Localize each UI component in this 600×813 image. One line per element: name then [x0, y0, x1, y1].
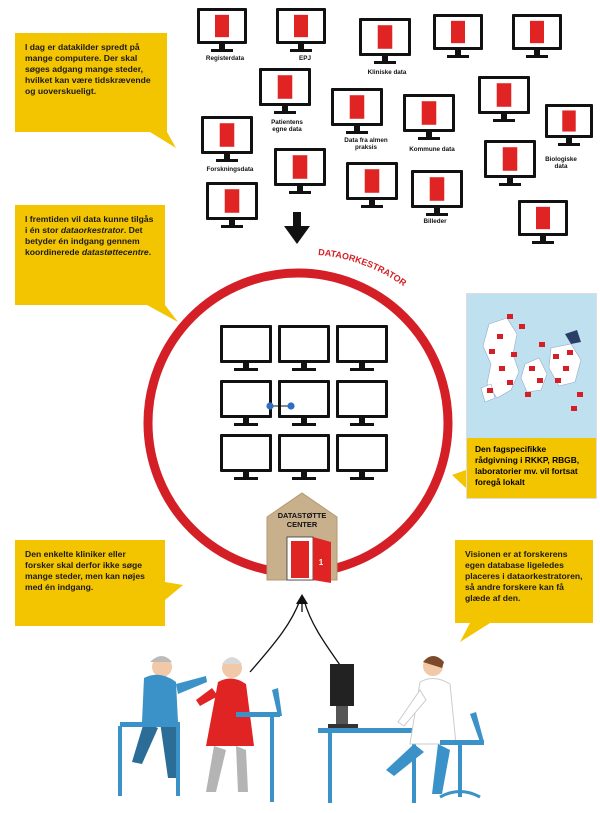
orchestrator-label: DATAORKESTRATOR — [318, 247, 409, 288]
door-icon — [377, 25, 393, 49]
door-icon — [224, 189, 240, 213]
callout-future-text-3: . — [148, 247, 152, 257]
door-icon — [429, 177, 445, 201]
monitor-icon — [278, 380, 330, 426]
door-icon — [292, 155, 308, 179]
monitor-icon — [259, 68, 311, 114]
monitor-icon — [478, 76, 530, 122]
callout-vision: Visionen er at forskerens egen database … — [455, 540, 593, 623]
researcher-figure — [318, 656, 484, 803]
monitor-icon — [512, 14, 562, 58]
callout-clinician-text: Den enkelte kliniker eller forsker skal … — [25, 549, 145, 592]
source-label-billeder: Billeder — [423, 218, 447, 225]
monitor-icon — [197, 8, 247, 52]
monitor-icon — [220, 380, 272, 426]
door-icon — [215, 14, 229, 38]
callout-future-pointer — [147, 305, 178, 322]
arrow-up-icon — [249, 599, 346, 673]
door-icon — [502, 147, 518, 171]
door-icon — [294, 14, 308, 38]
source-label-almen-text: Data fra almen praksis — [344, 137, 388, 151]
callout-clinician: Den enkelte kliniker eller forsker skal … — [15, 540, 165, 626]
door-icon — [530, 20, 544, 44]
callout-future-text-1: I fremtiden vil data kunne tilgås i én s… — [25, 214, 154, 235]
door-icon — [451, 20, 465, 44]
door-icon — [562, 110, 576, 132]
connector-icon — [266, 402, 295, 410]
callout-today-pointer — [150, 132, 176, 148]
monitor-icon — [518, 200, 568, 244]
callout-regional-pointer — [452, 470, 466, 488]
door-icon — [536, 206, 550, 230]
orchestrator-monitor-grid — [220, 325, 388, 480]
monitor-icon — [331, 88, 383, 134]
elder-figure — [196, 657, 282, 802]
monitor-icon — [276, 8, 326, 52]
source-label-almen: Data fra almen praksis — [336, 137, 396, 151]
svg-text:CENTER: CENTER — [287, 520, 318, 529]
svg-text:DATASTØTTE: DATASTØTTE — [278, 511, 327, 520]
callout-future-em-2: datastøttecentre — [81, 247, 149, 257]
source-label-patientens-text: Patientens egne data — [271, 119, 303, 133]
door-icon — [421, 101, 437, 125]
monitor-icon — [336, 380, 388, 426]
door-icon — [277, 75, 293, 99]
callout-regional-text: Den fagspecifikke rådgivning i RKKP, RBG… — [475, 444, 580, 487]
denmark-map-icon — [467, 294, 596, 438]
callout-future-em-1: dataorkestrator — [60, 225, 124, 235]
source-label-registerdata: Registerdata — [205, 55, 245, 62]
monitor-icon — [359, 18, 411, 64]
door-icon — [219, 123, 235, 147]
monitor-icon — [545, 104, 593, 146]
source-label-epj: EPJ — [299, 55, 311, 62]
door-icon — [364, 169, 380, 193]
callout-regional: Den fagspecifikke rådgivning i RKKP, RBG… — [467, 438, 596, 498]
monitor-icon — [220, 434, 272, 480]
monitor-icon — [220, 325, 272, 371]
monitor-icon — [411, 170, 463, 216]
arrow-down-icon — [284, 212, 310, 244]
location-markers — [487, 314, 583, 411]
door-icon — [496, 83, 512, 107]
callout-vision-text: Visionen er at forskerens egen database … — [465, 549, 583, 603]
door-icon: 1 — [286, 536, 331, 583]
monitor-icon — [346, 162, 398, 208]
monitor-icon — [206, 182, 258, 228]
source-label-kommune: Kommune data — [409, 146, 455, 153]
source-label-patientens: Patientens egne data — [257, 119, 317, 133]
monitor-icon — [201, 116, 253, 162]
callout-future: I fremtiden vil data kunne tilgås i én s… — [15, 205, 165, 305]
callout-today: I dag er datakilder spredt på mange comp… — [15, 33, 167, 132]
orchestrator-ring — [143, 268, 453, 578]
source-label-forskning: Forskningsdata — [206, 166, 254, 173]
monitor-icon — [336, 325, 388, 371]
callout-clinician-pointer — [165, 582, 183, 600]
monitor-icon — [278, 434, 330, 480]
arrow-up-head — [296, 594, 308, 604]
door-icon — [349, 95, 365, 119]
monitor-icon — [274, 148, 326, 194]
svg-text:1: 1 — [319, 558, 324, 567]
monitor-icon — [336, 434, 388, 480]
regional-map-panel: Den fagspecifikke rådgivning i RKKP, RBG… — [466, 293, 597, 499]
monitor-icon — [433, 14, 483, 58]
callout-vision-pointer — [460, 623, 490, 642]
monitor-icon — [484, 140, 536, 186]
source-label-kliniske: Kliniske data — [367, 69, 407, 76]
source-label-biologiske-text: Biologiske data — [545, 156, 577, 170]
patient-figure — [118, 656, 207, 796]
monitor-icon — [403, 94, 455, 140]
source-label-biologiske: Biologiske data — [536, 156, 586, 170]
house-icon: DATASTØTTE CENTER 1 — [266, 492, 338, 583]
monitor-icon — [278, 325, 330, 371]
callout-future-text-2: . Det betyder én indgang gennem koordine… — [25, 225, 143, 257]
callout-today-text: I dag er datakilder spredt på mange comp… — [25, 42, 151, 96]
